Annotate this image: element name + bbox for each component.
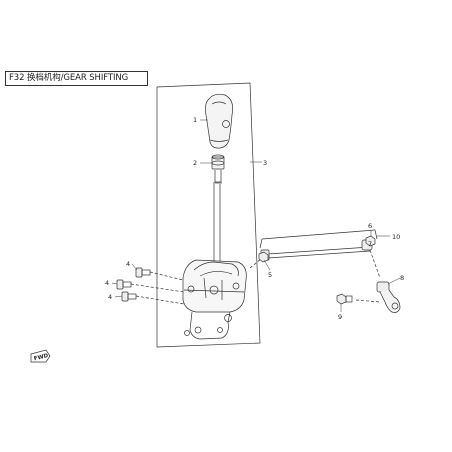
diagram-title: F32 换档机构/GEAR SHIFTING (9, 73, 129, 83)
callout-9: 9 (338, 313, 342, 321)
callout-2: 2 (193, 159, 197, 167)
shift-knob (204, 93, 234, 149)
linkage-rod (249, 229, 378, 269)
callout-4-lower: 4 (108, 293, 112, 301)
callout-8: 8 (400, 274, 404, 282)
callout-6: 6 (368, 222, 372, 230)
callout-10: 10 (392, 233, 400, 241)
title-frame (5, 71, 148, 86)
bolt-lower (121, 291, 185, 305)
callout-3: 3 (263, 159, 267, 167)
shift-rod (213, 170, 222, 262)
assembly-frame (156, 82, 261, 348)
fwd-arrow-icon (30, 349, 51, 363)
nut-left (258, 251, 269, 263)
shift-arm (355, 281, 401, 313)
callout-4-middle: 4 (105, 279, 109, 287)
knob-bushing (211, 154, 225, 170)
nut-lower (336, 293, 353, 305)
bolt-upper (135, 267, 184, 281)
callout-1: 1 (193, 116, 197, 124)
callout-7: 7 (368, 240, 372, 248)
callout-4-upper: 4 (126, 260, 130, 268)
shifter-housing (182, 259, 247, 340)
bolt-middle (116, 279, 185, 293)
leader-lines (111, 119, 401, 312)
fwd-label: FWD (33, 353, 49, 362)
callout-5: 5 (268, 271, 272, 279)
